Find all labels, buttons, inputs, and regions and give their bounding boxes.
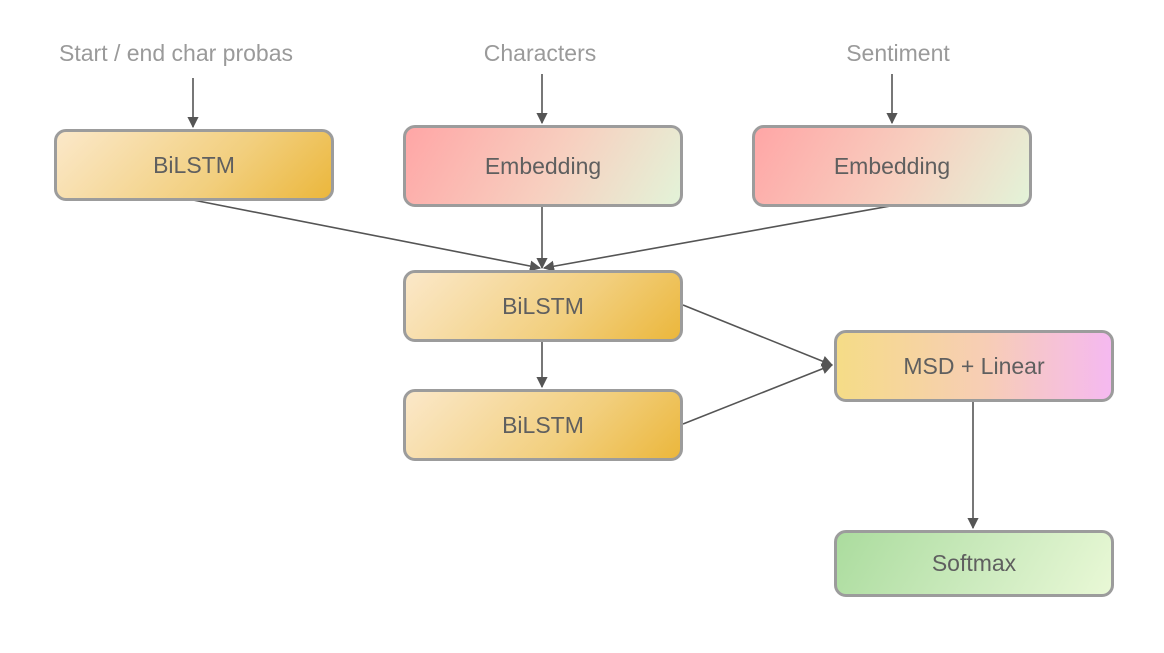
node-bilstm-2: BiLSTM (403, 389, 683, 461)
node-softmax: Softmax (834, 530, 1114, 597)
input-label-start-end-probas: Start / end char probas (59, 40, 293, 66)
node-label: BiLSTM (502, 411, 584, 438)
node-label: MSD + Linear (903, 352, 1045, 379)
node-embedding-characters: Embedding (403, 125, 683, 207)
edge-bilstm2-to-msd (682, 363, 834, 425)
edge-bilstm1-to-msd (682, 304, 834, 367)
node-bilstm-1: BiLSTM (403, 270, 683, 342)
input-label-sentiment: Sentiment (846, 40, 950, 66)
node-label: Embedding (833, 152, 951, 179)
node-label: BiLSTM (502, 292, 584, 319)
node-label: Embedding (484, 152, 602, 179)
edge-bilstm-probas-to-bilstm1 (192, 199, 542, 272)
node-msd-linear: MSD + Linear (834, 330, 1114, 402)
node-embedding-sentiment: Embedding (752, 125, 1032, 207)
node-label: BiLSTM (153, 151, 235, 178)
edge-embedding-sentiment-to-bilstm1 (542, 205, 891, 272)
node-label: Softmax (931, 550, 1017, 576)
node-bilstm-probas: BiLSTM (54, 129, 334, 201)
input-label-characters: Characters (483, 40, 597, 66)
